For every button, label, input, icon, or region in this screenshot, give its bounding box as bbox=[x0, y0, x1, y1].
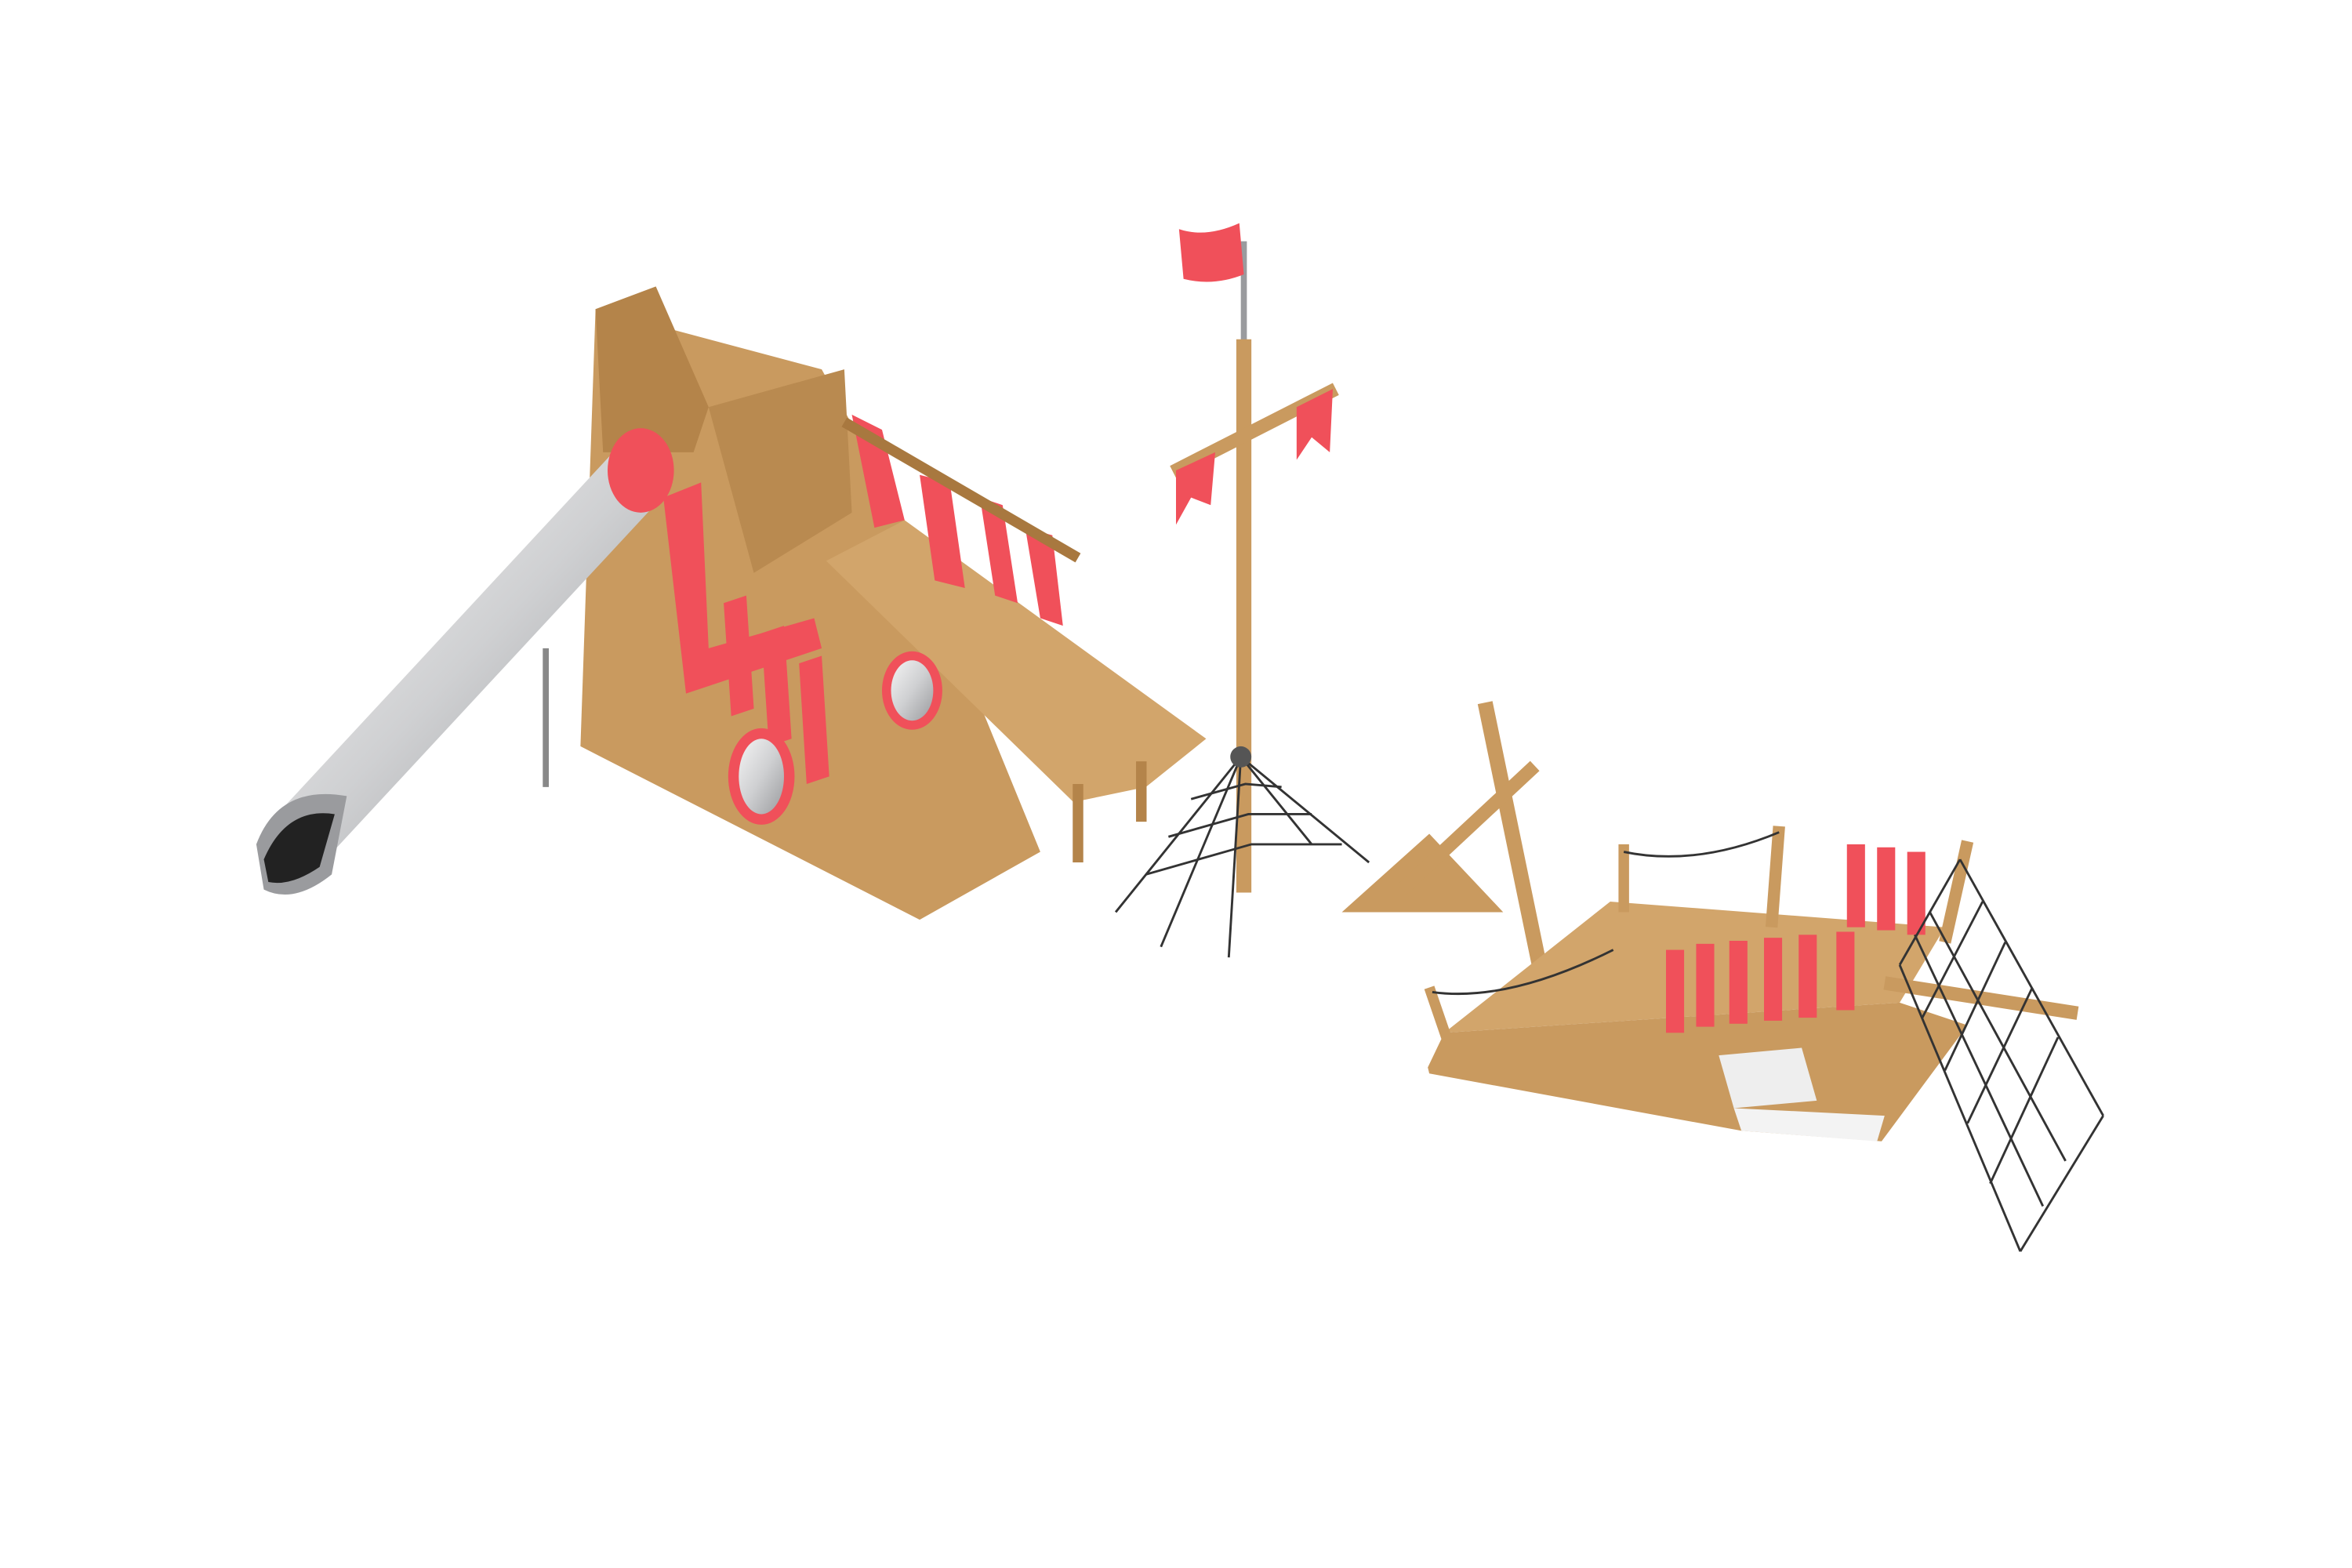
red-railing bbox=[1025, 528, 1063, 626]
mast-pennant bbox=[1296, 389, 1333, 460]
rail-post bbox=[1765, 826, 1785, 928]
red-railing-front bbox=[1666, 931, 1855, 1033]
ramp-deck bbox=[826, 520, 1207, 803]
red-panel bbox=[851, 414, 905, 528]
mast-pennant bbox=[1176, 452, 1215, 525]
tower-side-shade bbox=[595, 286, 709, 452]
tower-body bbox=[580, 309, 1040, 920]
flag bbox=[1178, 223, 1244, 282]
mast-net bbox=[1114, 756, 1370, 958]
hull-hatch-white bbox=[1719, 1047, 1817, 1109]
diagonal-beam bbox=[1397, 760, 1540, 895]
slide-tube bbox=[268, 446, 666, 870]
red-railing-back bbox=[1846, 844, 1926, 935]
rope-railing bbox=[1432, 831, 1780, 996]
slide-entry-ring bbox=[608, 428, 674, 513]
red-railing bbox=[980, 497, 1018, 604]
rail-post bbox=[1424, 985, 1453, 1043]
slide-exit-opening bbox=[263, 813, 335, 884]
red-railing bbox=[920, 474, 965, 588]
boom-pole bbox=[1477, 701, 1548, 975]
ship-deck bbox=[1444, 902, 1945, 1033]
slide-tower bbox=[543, 286, 1207, 920]
upper-deck bbox=[708, 369, 852, 573]
red-panel bbox=[724, 595, 754, 717]
red-panel bbox=[799, 655, 829, 784]
ship-hull-play-unit bbox=[1341, 701, 2104, 1252]
porthole-glass bbox=[891, 660, 934, 721]
hull-white-keel bbox=[1733, 1108, 1885, 1142]
rail-post bbox=[1939, 840, 1974, 944]
ship-climbing-net bbox=[1898, 858, 2104, 1252]
bowsprit bbox=[1883, 976, 2079, 1020]
ship-hull bbox=[1428, 1002, 1968, 1142]
tube-slide bbox=[256, 428, 674, 895]
handrail bbox=[841, 417, 1081, 563]
mast-net-hub bbox=[1230, 746, 1252, 768]
mast bbox=[1114, 223, 1370, 958]
porthole-glass bbox=[739, 739, 784, 815]
red-panel bbox=[761, 626, 792, 746]
